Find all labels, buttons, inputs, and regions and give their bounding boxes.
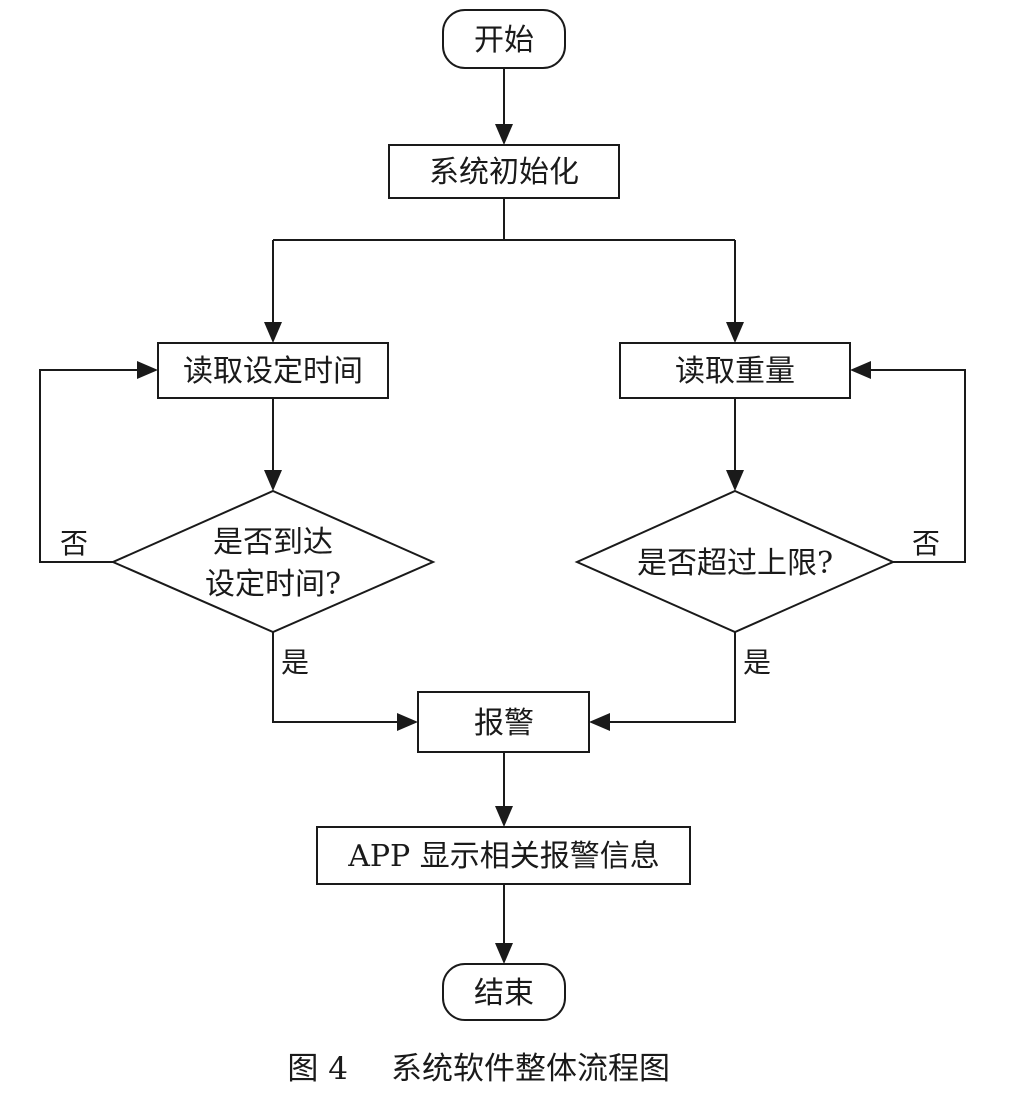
arrowhead-read-time xyxy=(264,322,282,343)
arrowhead-time-no-loop xyxy=(137,361,158,379)
edges xyxy=(39,68,966,964)
arrowhead-decision-time xyxy=(264,470,282,491)
edge-time-no-loop xyxy=(39,369,139,563)
alarm-process-box xyxy=(417,691,590,753)
init-process-label: 系统初始化 xyxy=(429,155,579,190)
decision-weight-label: 是否超过上限? xyxy=(637,546,833,581)
start-label: 开始 xyxy=(474,23,534,58)
arrowhead-end xyxy=(495,943,513,964)
arrowhead-weight-no-loop xyxy=(850,361,871,379)
alarm-process-label: 报警 xyxy=(474,706,534,741)
read-weight-process-label: 读取重量 xyxy=(675,354,795,389)
read-time-process-box xyxy=(157,342,389,399)
app-display-process-label: APP 显示相关报警信息 xyxy=(347,839,660,874)
arrowhead-alarm-right xyxy=(589,713,610,731)
edge-weight-no-loop xyxy=(869,369,966,563)
arrowhead-app xyxy=(495,806,513,827)
arrowhead-alarm-left xyxy=(397,713,418,731)
read-weight-process-box xyxy=(619,342,851,399)
init-process-box xyxy=(388,144,620,199)
app-display-process-box xyxy=(316,826,691,885)
decision-time-label-line1: 是否到达 xyxy=(213,525,333,560)
edge-time-yes-to-alarm xyxy=(272,632,399,723)
arrowhead-decision-weight xyxy=(726,470,744,491)
decision-time-diamond xyxy=(110,489,436,634)
figure-title: 系统软件整体流程图 xyxy=(391,1051,670,1087)
weight-no-label: 否 xyxy=(912,527,940,560)
arrowhead-read-weight xyxy=(726,322,744,343)
time-yes-label: 是 xyxy=(281,646,309,679)
decision-time-label-line2: 设定时间? xyxy=(205,567,341,602)
edge-labels: 否 是 否 是 xyxy=(60,527,940,679)
weight-yes-label: 是 xyxy=(743,646,771,679)
end-label: 结束 xyxy=(474,976,534,1011)
start-terminator xyxy=(442,9,566,69)
figure-number: 图 4 xyxy=(287,1051,348,1087)
read-time-process-label: 读取设定时间 xyxy=(183,354,363,389)
arrowhead-init xyxy=(495,124,513,145)
figure-caption: 图 4 系统软件整体流程图 xyxy=(287,1051,670,1087)
decision-weight-diamond xyxy=(574,489,896,634)
time-no-label: 否 xyxy=(60,527,88,560)
end-terminator xyxy=(442,963,566,1021)
nodes: 开始 系统初始化 读取设定时间 读取重量 是否到达 设定时间? 是否超过上限? … xyxy=(110,9,896,1021)
edge-weight-yes-to-alarm xyxy=(608,632,736,723)
